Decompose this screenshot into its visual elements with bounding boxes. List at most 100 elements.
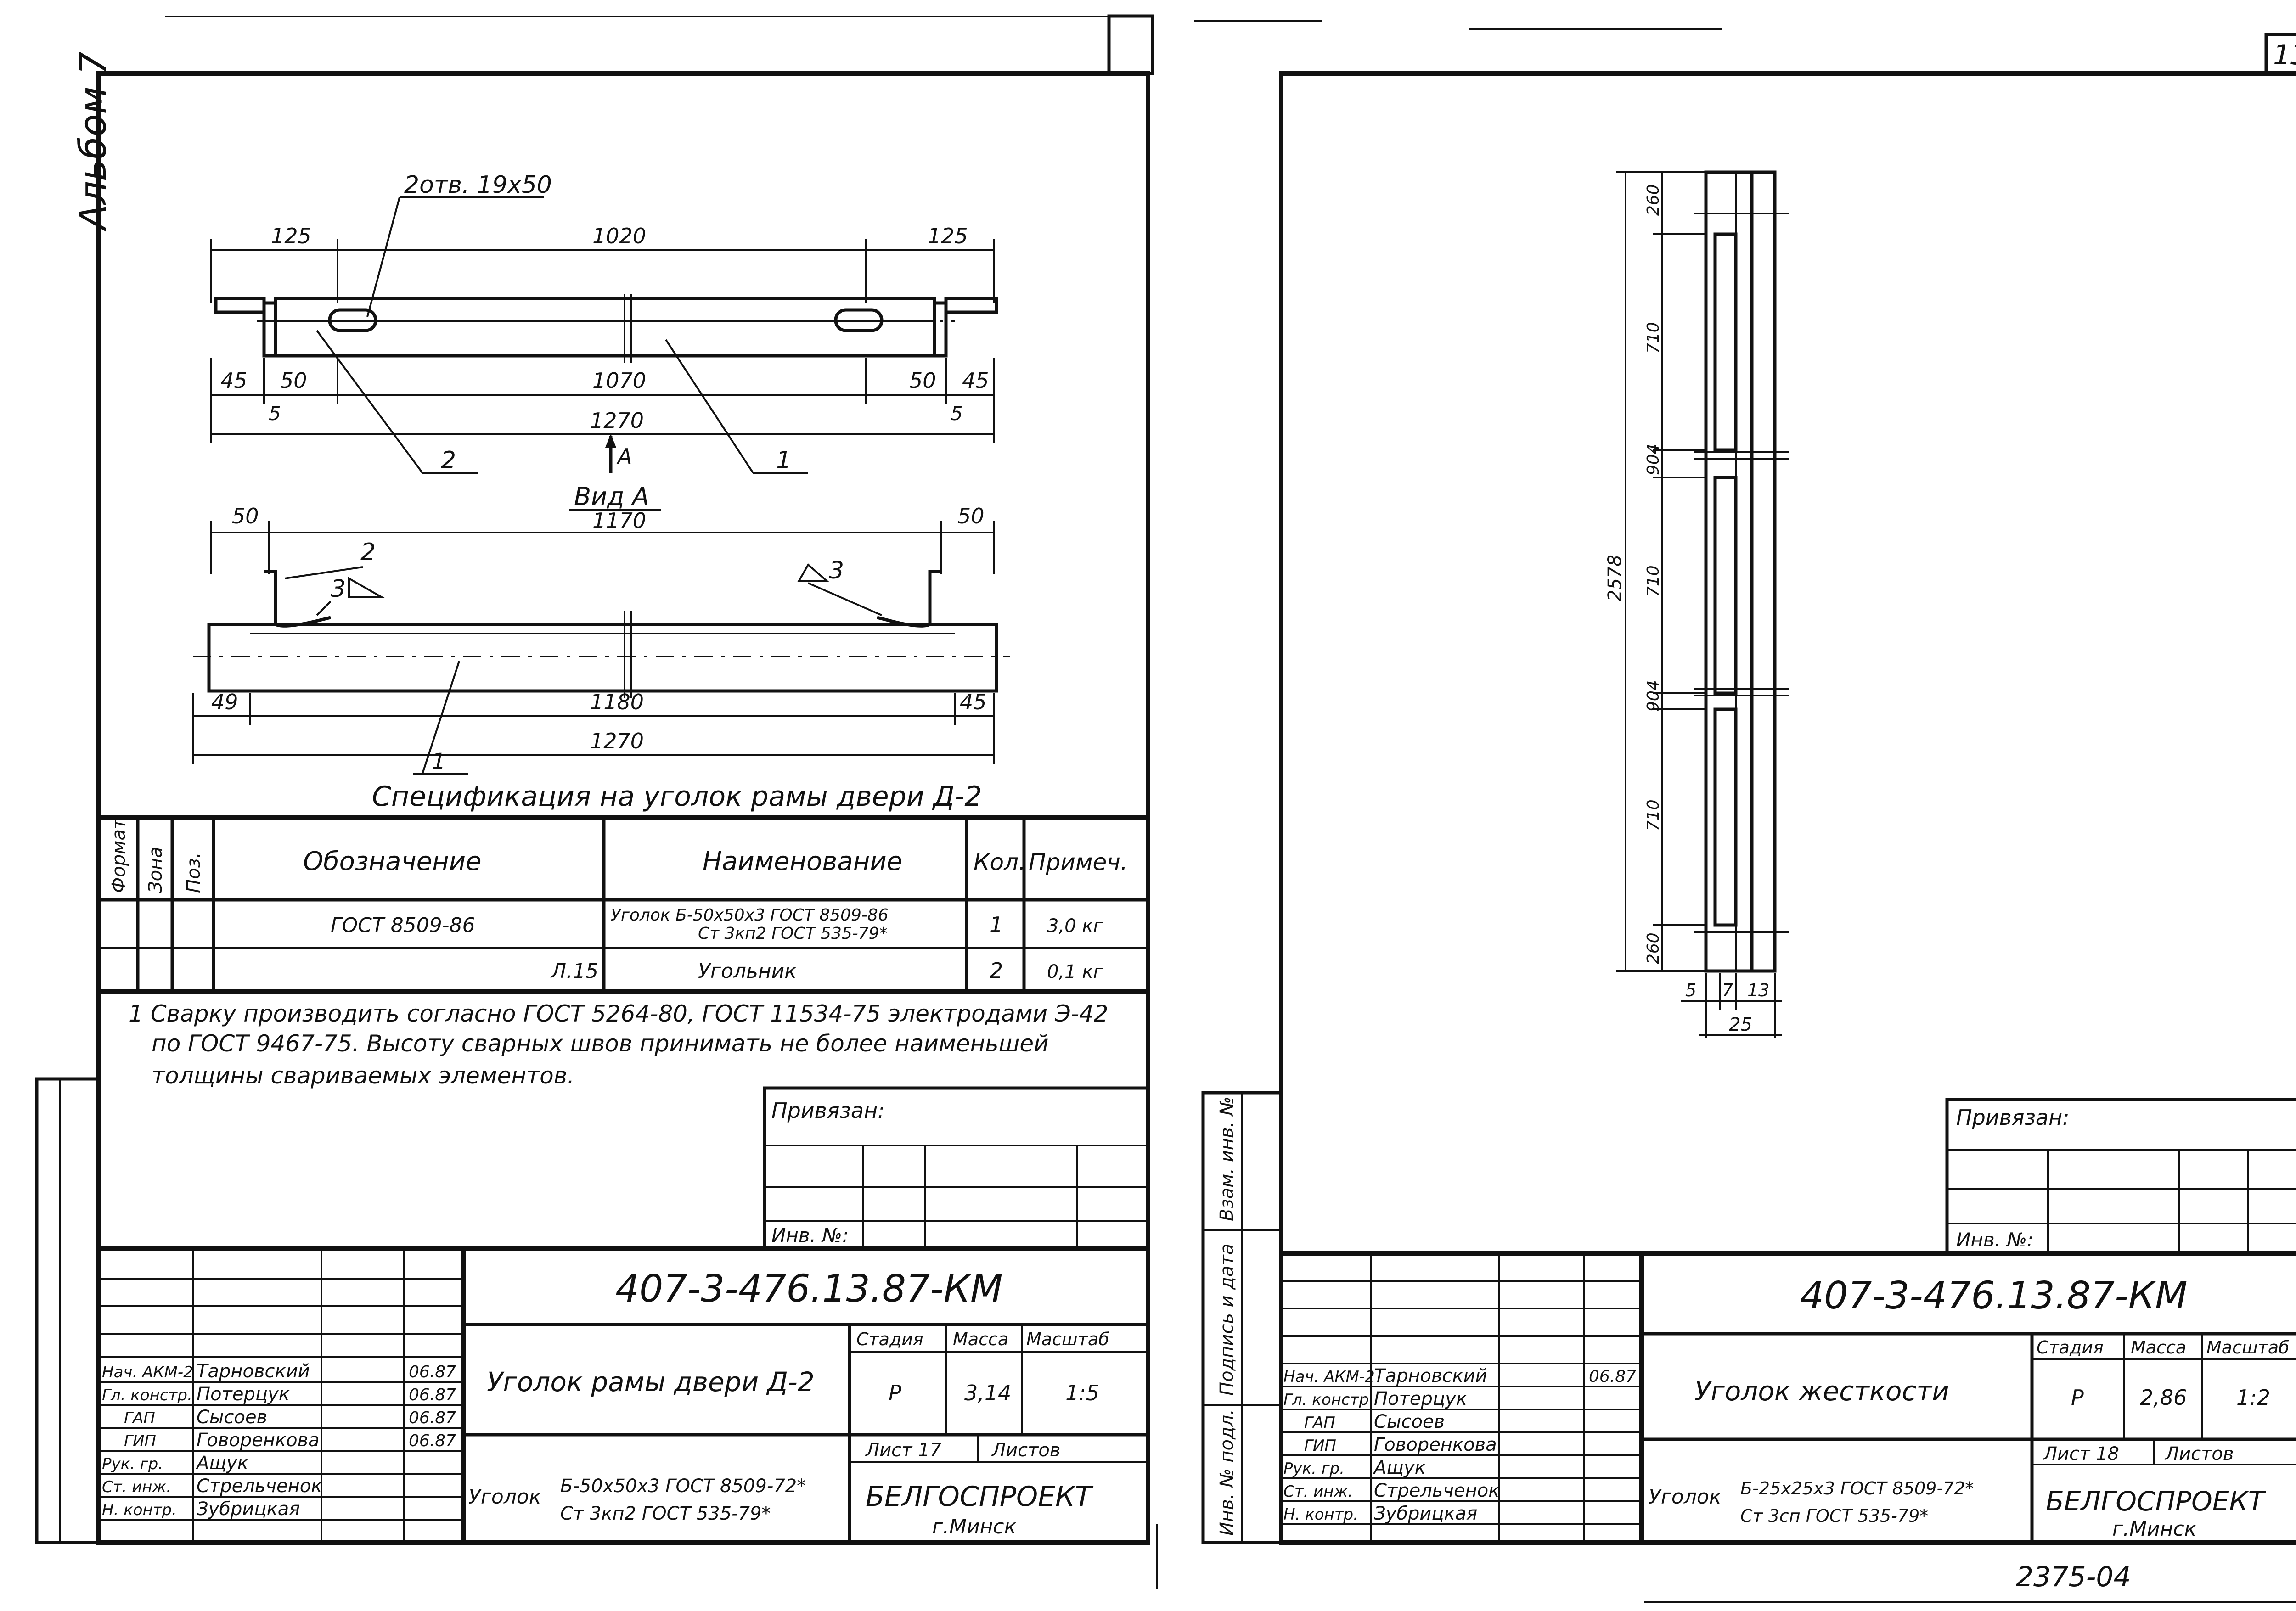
dim-50-left: 50 — [280, 368, 307, 393]
left-corner-box — [1107, 14, 1154, 75]
spec-row1-note: 3,0 кг — [1047, 915, 1103, 937]
right-staff-date-1: 06.87 — [1589, 1367, 1636, 1386]
spec-header-designation: Обозначение — [303, 847, 482, 876]
left-staff-name-6: Стрельченок — [197, 1476, 322, 1497]
angle-profile — [274, 297, 936, 358]
right-privyazan-label: Привязан: — [1956, 1105, 2070, 1130]
stiffener-slot-2 — [1713, 476, 1738, 695]
dim-1180: 1180 — [590, 690, 644, 714]
dim-45-left: 45 — [220, 368, 248, 393]
spec-row2-designation: Л.15 — [550, 960, 598, 983]
slot-hole-left — [328, 308, 377, 332]
album-label: Альбом 7 — [72, 51, 114, 232]
left-mass-value: 3,14 — [964, 1381, 1011, 1405]
right-material-prefix: Уголок — [1649, 1485, 1722, 1509]
spec-header-qty: Кол. — [974, 849, 1026, 876]
left-staff-name-7: Зубрицкая — [197, 1499, 300, 1520]
right-stage-header: Стадия — [2037, 1337, 2104, 1358]
note-line-3: толщины свариваемых элементов. — [152, 1062, 574, 1089]
left-org-city: г.Минск — [932, 1515, 1017, 1538]
left-mass-header: Масса — [953, 1329, 1008, 1349]
right-privyazan-block: Привязан: Инв. №: — [1945, 1098, 2296, 1255]
note-line-1: 1 Сварку производить согласно ГОСТ 5264-… — [129, 1000, 1109, 1027]
side-label-inv: Инв. № подл. — [1216, 1409, 1238, 1536]
right-sheet-title: Уголок жесткости — [1694, 1375, 1949, 1407]
left-staff-name-5: Ащук — [195, 1453, 248, 1474]
pos-label-1: 1 — [776, 447, 791, 474]
right-title-block: Нач. АКМ-2 Тарновский 06.87 Гл. констр. … — [1279, 1251, 2296, 1545]
left-material-prefix: Уголок — [468, 1485, 541, 1509]
dim-45-right: 45 — [962, 368, 989, 393]
right-frame — [1279, 71, 2296, 1545]
right-sheet: 13 260 710 904 — [1201, 33, 2296, 1593]
spec-table: Формат Зона Поз. Обозначение Наименовани… — [96, 815, 1150, 994]
spec-row1-qty: 1 — [990, 912, 1003, 937]
dim-50-view-right: 50 — [957, 504, 985, 528]
dim-50-right: 50 — [909, 368, 936, 393]
left-material-bottom: Ст 3кп2 ГОСТ 535-79* — [560, 1503, 771, 1524]
dim-1070: 1070 — [592, 368, 646, 393]
right-staff-role-2: Гл. констр. — [1283, 1391, 1374, 1409]
right-staff-name-5: Ащук — [1373, 1457, 1426, 1478]
right-material-bottom: Ст 3сп ГОСТ 535-79* — [1740, 1506, 1928, 1526]
right-staff-name-7: Зубрицкая — [1374, 1503, 1477, 1524]
spec-row2-name: Угольник — [698, 960, 797, 983]
dim-710-3: 710 — [1644, 799, 1663, 831]
right-staff-role-5: Рук. гр. — [1283, 1459, 1345, 1478]
weld-pos-2: 2 — [360, 539, 376, 566]
side-label-signature: Подпись и дата — [1216, 1244, 1238, 1396]
spec-header-note: Примеч. — [1029, 849, 1128, 876]
left-sheets-count: Листов — [991, 1440, 1060, 1461]
spec-title: Спецификация на уголок рамы двери Д-2 — [372, 780, 982, 813]
dim-49: 49 — [211, 690, 238, 714]
note-line-2: по ГОСТ 9467-75. Высоту сварных швов при… — [152, 1030, 1049, 1057]
left-material-top: Б-50х50х3 ГОСТ 8509-72* — [560, 1476, 806, 1497]
dim-260-bottom: 260 — [1644, 932, 1663, 964]
spec-header-pos: Поз. — [183, 852, 204, 893]
left-org-name: БЕЛГОСПРОЕКТ — [866, 1481, 1094, 1513]
right-staff-role-6: Ст. инж. — [1283, 1482, 1353, 1501]
left-staff-date-4: 06.87 — [409, 1431, 456, 1450]
right-sheet-number: Лист 18 — [2043, 1443, 2119, 1465]
right-sheets-count: Листов — [2164, 1443, 2234, 1465]
right-org-city: г.Минск — [2112, 1517, 2197, 1541]
view-pos-1: 1 — [432, 749, 446, 775]
dim-13-bottom: 13 — [1747, 980, 1769, 1000]
left-scale-value: 1:5 — [1065, 1381, 1099, 1405]
stiffener-slot-3 — [1713, 707, 1738, 927]
view-arrow-label: А — [616, 444, 632, 469]
dim-5-right: 5 — [951, 402, 963, 425]
view-title: Вид А — [574, 482, 649, 511]
right-stage-value: Р — [2071, 1385, 2084, 1410]
spec-header-name: Наименование — [703, 847, 902, 876]
left-title-block: Нач. АКМ-2 Тарновский 06.87 Гл. констр. … — [96, 1246, 1150, 1545]
left-staff-name-3: Сысоев — [197, 1407, 267, 1428]
left-staff-role-1: Нач. АКМ-2 — [102, 1363, 193, 1381]
dim-25-width: 25 — [1729, 1014, 1752, 1035]
view-a: Вид А 50 1170 50 2 3 3 — [192, 482, 1010, 775]
left-sheet-title: Уголок рамы двери Д-2 — [487, 1366, 815, 1398]
left-staff-role-4: ГИП — [124, 1432, 156, 1450]
hole-note: 2отв. 19х50 — [404, 171, 552, 199]
right-mass-header: Масса — [2131, 1337, 2186, 1358]
left-staff-role-6: Ст. инж. — [102, 1478, 171, 1496]
spec-row1-name-top: Уголок Б-50х50х3 ГОСТ 8509-86 — [611, 906, 889, 925]
left-staff-name-4: Говоренкова — [197, 1430, 320, 1451]
dim-904-2: 904 — [1644, 680, 1663, 712]
dim-1270-top: 1270 — [590, 408, 644, 433]
right-side-strip: Взам. инв. № Подпись и дата Инв. № подл. — [1201, 1091, 1283, 1544]
left-doc-code: 407-3-476.13.87-КМ — [615, 1267, 1003, 1311]
left-scale-header: Масштаб — [1026, 1329, 1109, 1349]
spec-header-zone: Зона — [145, 847, 166, 893]
left-staff-role-5: Рук. гр. — [102, 1455, 163, 1473]
dim-5-left: 5 — [269, 402, 281, 425]
dim-1170: 1170 — [592, 508, 646, 533]
slot-hole-right — [834, 308, 884, 332]
front-view: 2отв. 19х50 125 1020 125 — [210, 171, 998, 474]
right-staff-name-3: Сысоев — [1374, 1411, 1445, 1432]
dim-904-1: 904 — [1644, 443, 1663, 475]
left-staff-role-3: ГАП — [124, 1409, 155, 1427]
left-staff-role-7: Н. контр. — [102, 1501, 177, 1519]
pos-label-2: 2 — [441, 447, 456, 474]
right-staff-role-4: ГИП — [1304, 1437, 1336, 1455]
